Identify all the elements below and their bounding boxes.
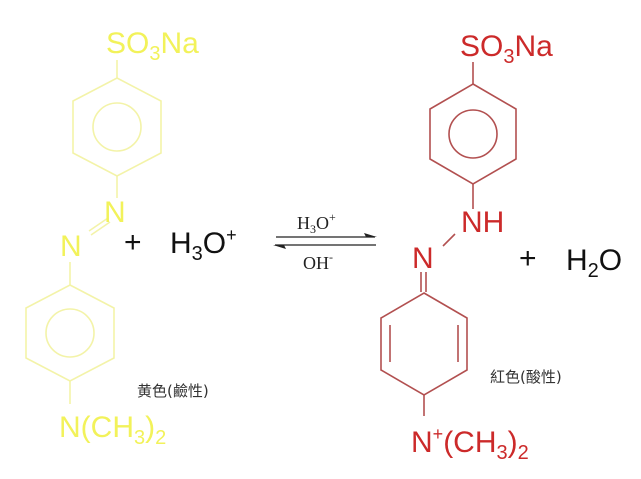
- acid-form-molecule: [380, 62, 517, 416]
- equilibrium-arrows: [273, 233, 377, 249]
- water-molecule: H2O: [566, 244, 622, 282]
- base-form-molecule: [25, 60, 162, 404]
- plus-sign-2: +: [519, 242, 537, 275]
- azo-nitrogen-1: N: [104, 196, 126, 229]
- benzene-ring-bottom: [25, 284, 115, 382]
- hydronium-ion: H3O+: [170, 225, 237, 265]
- acid-dimethylammonium-group: N+(CH3)2: [411, 424, 529, 464]
- base-sulfonate-group: SO3Na: [106, 27, 199, 65]
- base-form-label: 黄色(鹼性): [137, 382, 209, 400]
- forward-condition: H3O+: [297, 210, 336, 236]
- plus-sign-1: +: [124, 226, 142, 259]
- base-dimethylamino-group: N(CH3)2: [59, 411, 166, 449]
- benzene-ring-top: [72, 77, 162, 177]
- nh-group: NH: [461, 206, 504, 239]
- acid-form-label: 紅色(酸性): [490, 368, 562, 386]
- acid-sulfonate-group: SO3Na: [460, 30, 553, 68]
- imine-nitrogen: N: [412, 242, 434, 275]
- reverse-condition: OH-: [303, 250, 333, 273]
- benzene-ring-top-acid: [429, 83, 517, 185]
- azo-nitrogen-2: N: [60, 230, 82, 263]
- quinoid-ring: [380, 292, 468, 396]
